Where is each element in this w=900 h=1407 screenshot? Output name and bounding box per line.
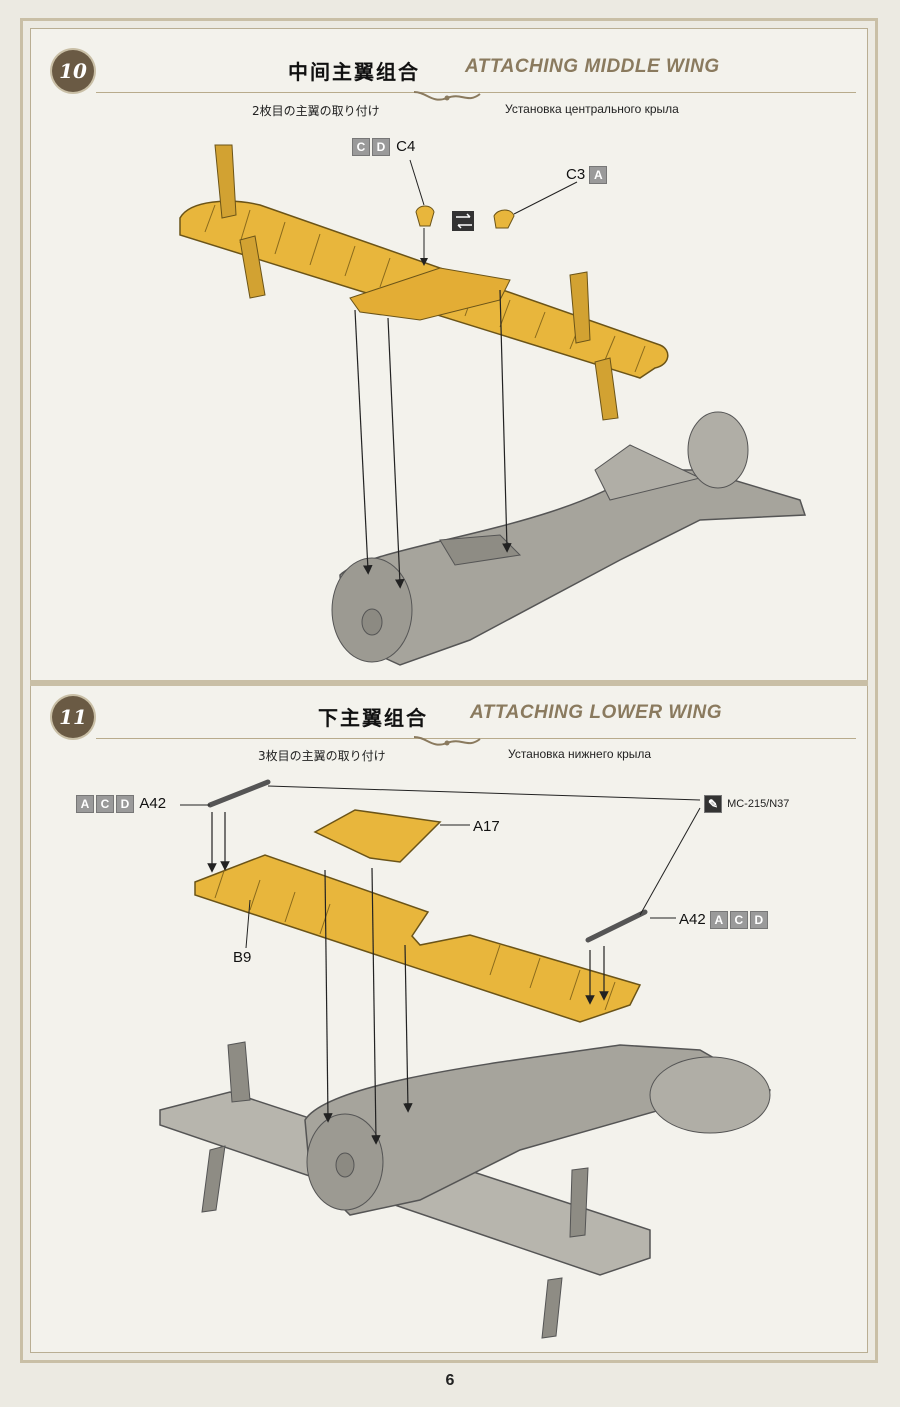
step-10-title-en: ATTACHING MIDDLE WING	[465, 56, 720, 77]
page-frame-outer	[20, 18, 878, 1363]
tag-c: C	[352, 138, 370, 157]
step-11-title-en: ATTACHING LOWER WING	[470, 702, 723, 723]
step-11-title-rule	[96, 738, 856, 739]
tag-d: D	[372, 138, 390, 157]
part-number: A42	[679, 911, 706, 928]
step-badge-10: 10	[52, 50, 94, 92]
fuselage-step11	[159, 1041, 771, 1339]
part-label-b9: B9	[233, 949, 252, 966]
part-number: A42	[139, 795, 167, 812]
step-11-title-cn: 下主翼组合	[318, 706, 428, 730]
tag-c: C	[729, 911, 748, 930]
page-number: 6	[445, 1372, 455, 1389]
part-number: C3	[566, 166, 586, 183]
step-10-subtitle-ru: Установка центрального крыла	[505, 102, 679, 116]
paintbrush-icon: ✎	[704, 795, 722, 813]
paint-code-text: MC-215/N37	[727, 797, 790, 810]
step-11-subtitle-ru: Установка нижнего крыла	[508, 747, 652, 761]
middle-wing	[179, 144, 669, 421]
tag-d: D	[749, 911, 768, 930]
tag-a: A	[709, 911, 728, 930]
tag-c: C	[96, 795, 114, 814]
part-number: C4	[396, 138, 416, 155]
ornament-swirl	[413, 91, 481, 101]
tag-a: A	[589, 166, 608, 185]
part-label-a17: A17	[473, 818, 500, 835]
lower-wing	[194, 854, 642, 1023]
step-10-subtitle-jp: 2枚目の主翼の取り付け	[252, 104, 380, 118]
ornament-swirl	[413, 736, 481, 746]
tag-d: D	[116, 795, 134, 814]
step-11-subtitle-jp: 3枚目の主翼の取り付け	[258, 749, 386, 763]
part-label-c3: C3 A	[566, 166, 609, 185]
step-10-title-cn: 中间主翼组合	[288, 60, 420, 84]
step-badge-11: 11	[52, 696, 94, 738]
fuselage-step10	[331, 411, 807, 666]
section-divider	[30, 680, 868, 686]
paint-code: ✎ MC-215/N37	[704, 795, 789, 813]
tag-a: A	[76, 795, 94, 814]
step-10-title-rule	[96, 92, 856, 93]
